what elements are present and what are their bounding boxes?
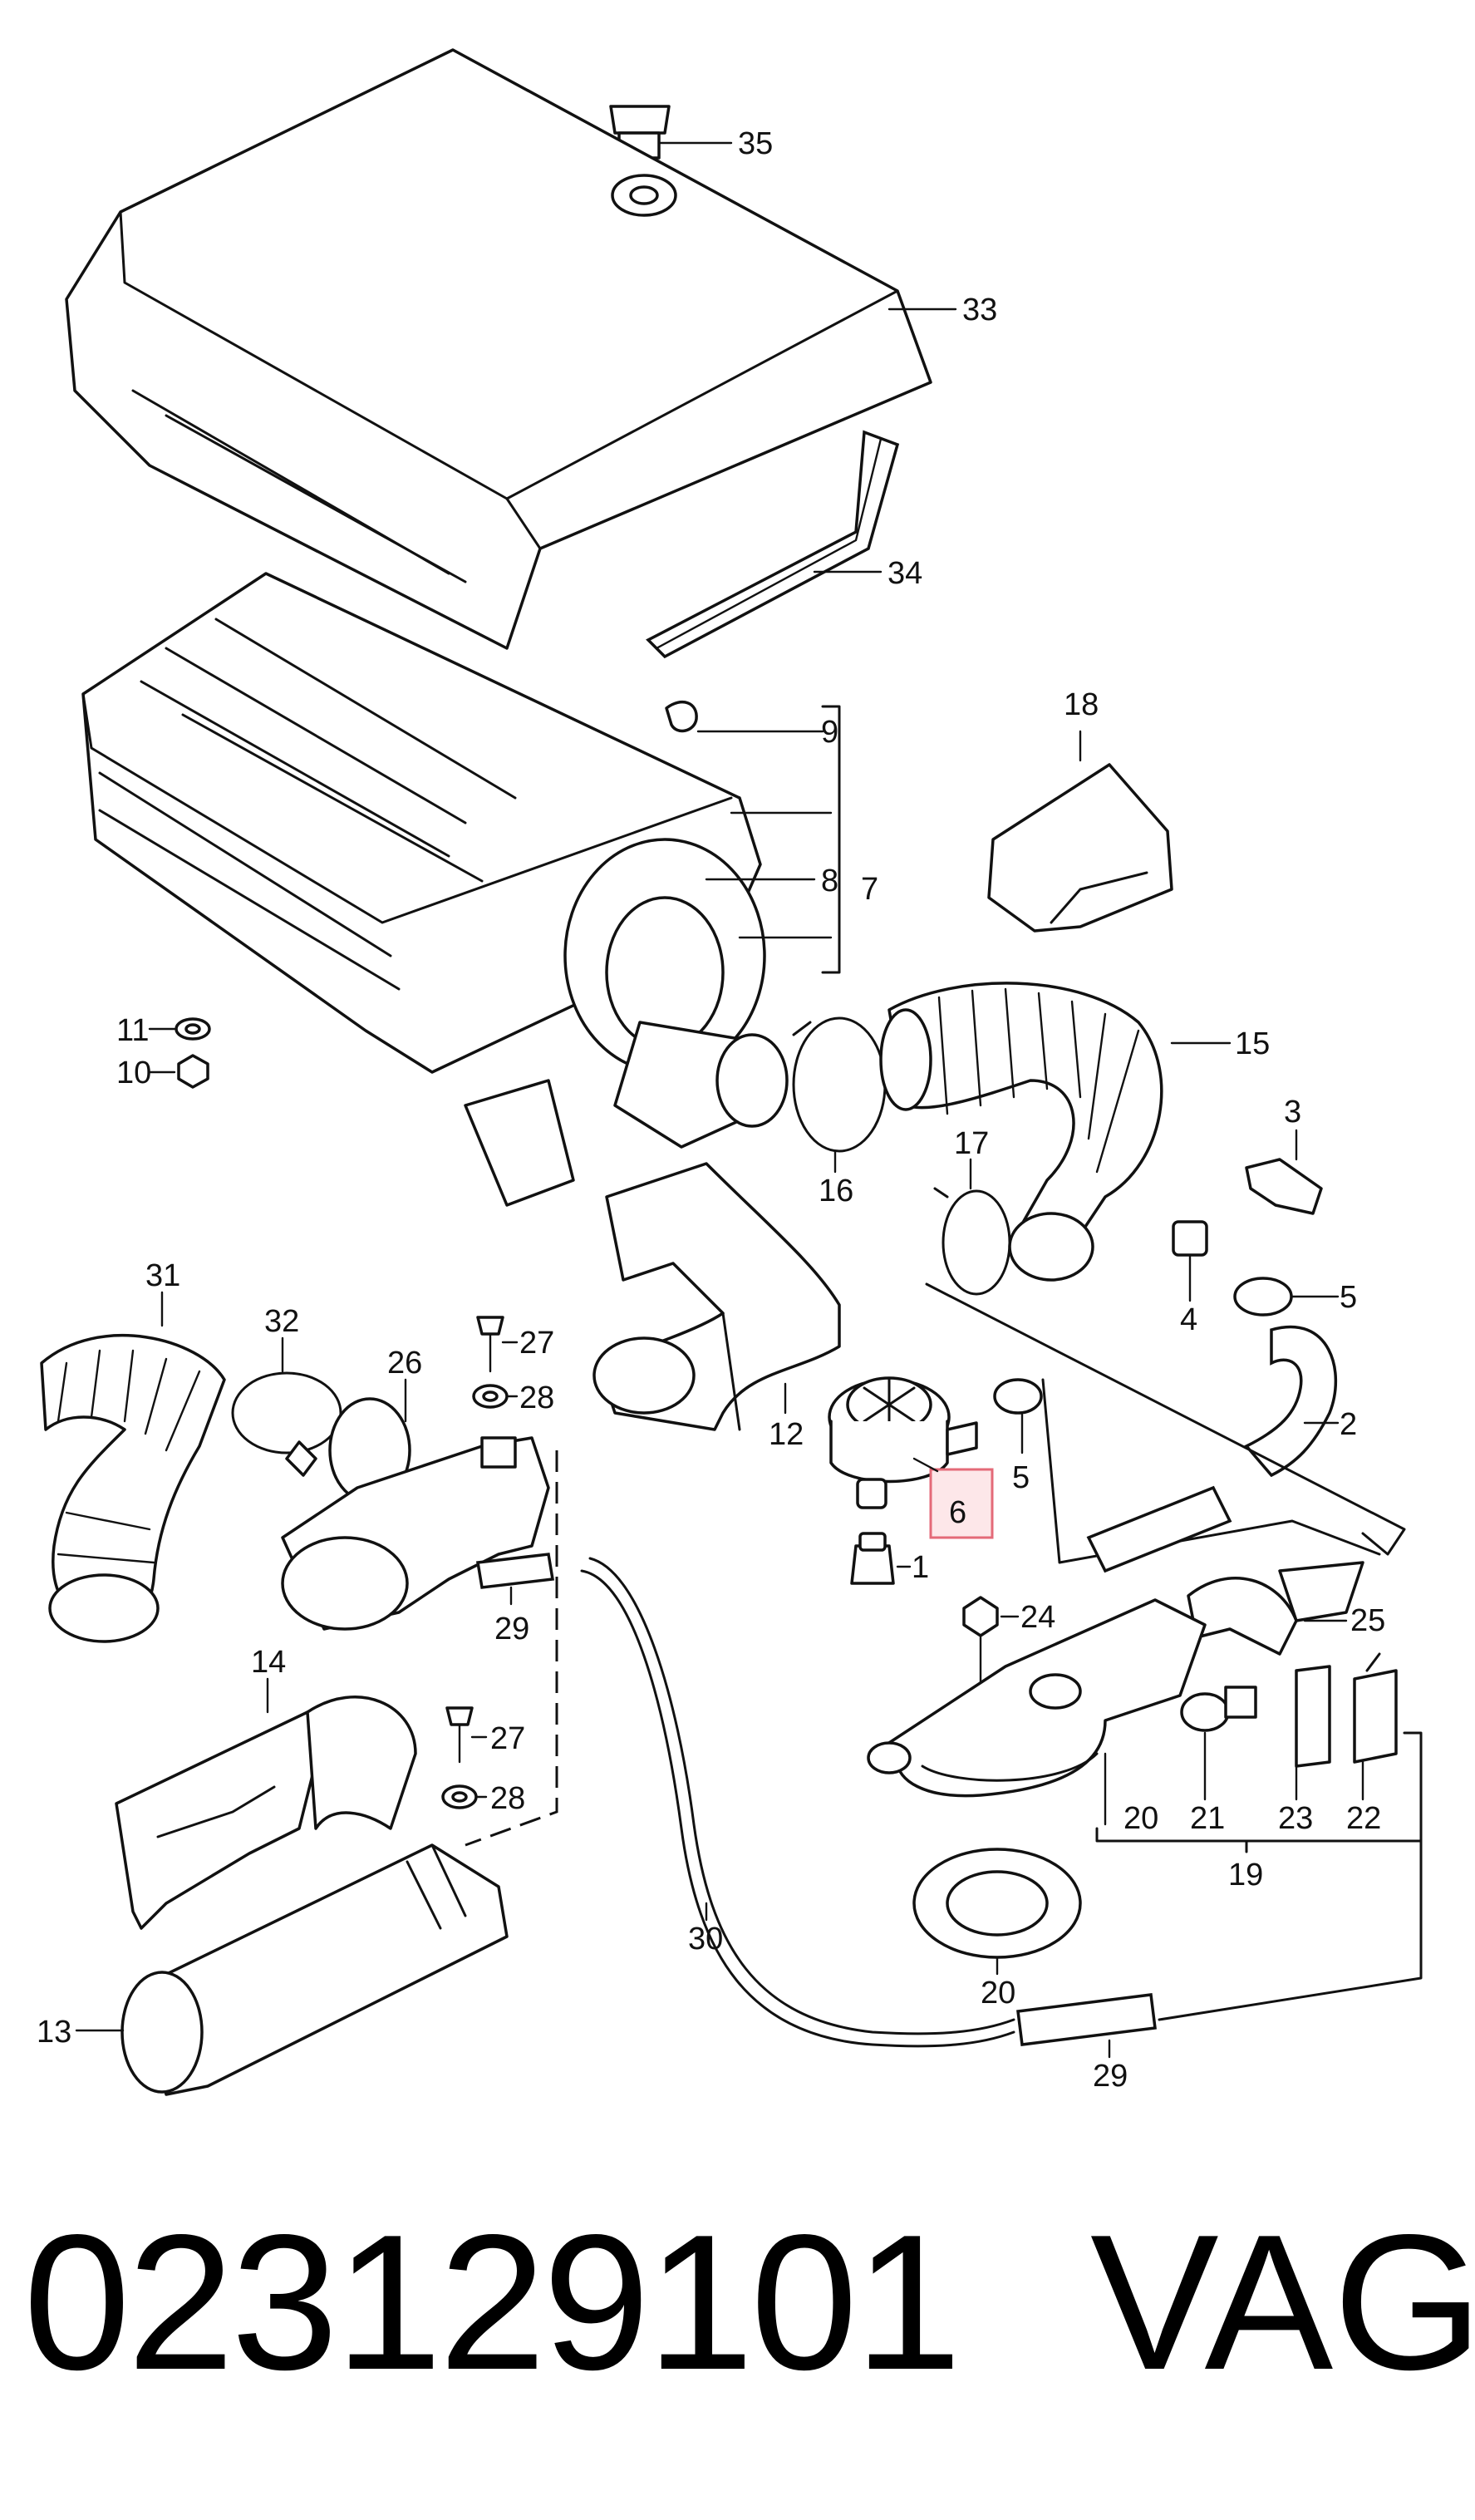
callout-21: 21 (1190, 1801, 1225, 1836)
housing-outlet (464, 1021, 789, 1207)
brand-name: VAG (1090, 2195, 1475, 2410)
part-17-clamp (933, 1187, 1011, 1296)
part-13-tube (120, 1843, 509, 2096)
part-29-tube-upper (475, 1553, 555, 1589)
part-22-plate (1353, 1652, 1398, 1764)
callout-11: 11 (116, 1013, 149, 1048)
callout-24: 24 (1020, 1600, 1055, 1635)
callout-25: 25 (1350, 1603, 1385, 1638)
part-26-elbow (281, 1397, 550, 1631)
part-28-washer-upper (472, 1384, 509, 1409)
part-30-vacuum-hose (580, 1557, 1015, 2048)
part-9-clip (665, 700, 698, 733)
callout-14: 14 (251, 1645, 286, 1680)
part-23-bracket (1295, 1665, 1331, 1768)
part-28-washer-lower (441, 1784, 478, 1809)
callout-5-lower: 5 (1012, 1460, 1030, 1495)
part-10-nut (177, 1054, 209, 1089)
part-16-clamp (792, 1016, 887, 1153)
part-27-screw-upper (476, 1316, 504, 1373)
part-18-heat-shield (987, 763, 1173, 933)
part-20-valve-assy (867, 1598, 1207, 1798)
part-2-hose (1244, 1325, 1338, 1478)
part-25-connector (1187, 1561, 1364, 1656)
callout-28-lower: 28 (490, 1781, 525, 1816)
callout-31: 31 (145, 1258, 180, 1293)
callout-5-upper: 5 (1340, 1280, 1357, 1315)
callout-15: 15 (1235, 1026, 1270, 1061)
callout-16: 16 (819, 1174, 853, 1208)
callout-26: 26 (387, 1346, 422, 1381)
callout-12: 12 (769, 1417, 804, 1452)
callout-2: 2 (1340, 1407, 1357, 1442)
part-24-nut (962, 1596, 999, 1637)
tube-dotted-upper (1086, 1485, 1232, 1573)
part-8-filter-element (563, 838, 766, 1074)
callout-4: 4 (1180, 1302, 1197, 1337)
callout-3: 3 (1284, 1095, 1301, 1130)
part-number: 023129101 (23, 2195, 961, 2410)
highlight-box-part-6 (929, 1468, 994, 1539)
part-34-gasket (646, 430, 900, 659)
callout-6: 6 (949, 1495, 966, 1530)
part-32-clamp (231, 1371, 342, 1477)
callout-23: 23 (1278, 1801, 1313, 1836)
callout-20-lower: 20 (981, 1976, 1015, 2011)
part-3-fitting (1245, 1158, 1323, 1215)
part-11-washer (175, 1017, 211, 1041)
callout-1: 1 (912, 1550, 929, 1585)
callout-9: 9 (821, 715, 838, 750)
part-27-screw-lower (445, 1706, 474, 1764)
part-20-gasket (912, 1848, 1082, 1959)
callout-17: 17 (954, 1126, 989, 1161)
callout-29-lower: 29 (1093, 2059, 1128, 2094)
callout-19: 19 (1228, 1858, 1263, 1892)
callout-7: 7 (861, 872, 878, 907)
part-29-hose-lower (1016, 1993, 1157, 2046)
callout-33: 33 (962, 293, 997, 327)
part-15-bellows (879, 982, 1163, 1282)
callout-13: 13 (37, 2015, 71, 2050)
part-5-clamp-upper (1233, 1277, 1293, 1317)
part-6-breather-valve (828, 1376, 978, 1509)
callout-20-upper: 20 (1123, 1801, 1158, 1836)
parts-diagram: 35 33 34 9 8 7 18 11 10 15 16 3 17 4 5 3… (37, 48, 1423, 2096)
callout-28-upper: 28 (519, 1381, 554, 1415)
part-12-duct (592, 1162, 841, 1431)
callout-29-upper: 29 (494, 1612, 529, 1646)
callout-18: 18 (1064, 687, 1099, 722)
callout-32: 32 (264, 1304, 299, 1339)
part-21-sensor (1180, 1686, 1257, 1732)
callout-27-upper: 27 (519, 1326, 554, 1361)
callout-10: 10 (116, 1056, 151, 1090)
callout-34: 34 (887, 556, 922, 591)
callout-8: 8 (821, 864, 838, 898)
part-14-shield (115, 1696, 417, 1930)
callout-35: 35 (738, 126, 773, 161)
callout-27-lower: 27 (490, 1721, 525, 1756)
part-1-cap (850, 1532, 895, 1585)
part-33-lid (65, 48, 932, 650)
callout-22: 22 (1346, 1801, 1381, 1836)
part-31-bellows (40, 1334, 226, 1643)
part-5-clamp-lower (993, 1378, 1043, 1415)
callout-30: 30 (688, 1922, 723, 1956)
part-4-sleeve (1172, 1220, 1208, 1257)
